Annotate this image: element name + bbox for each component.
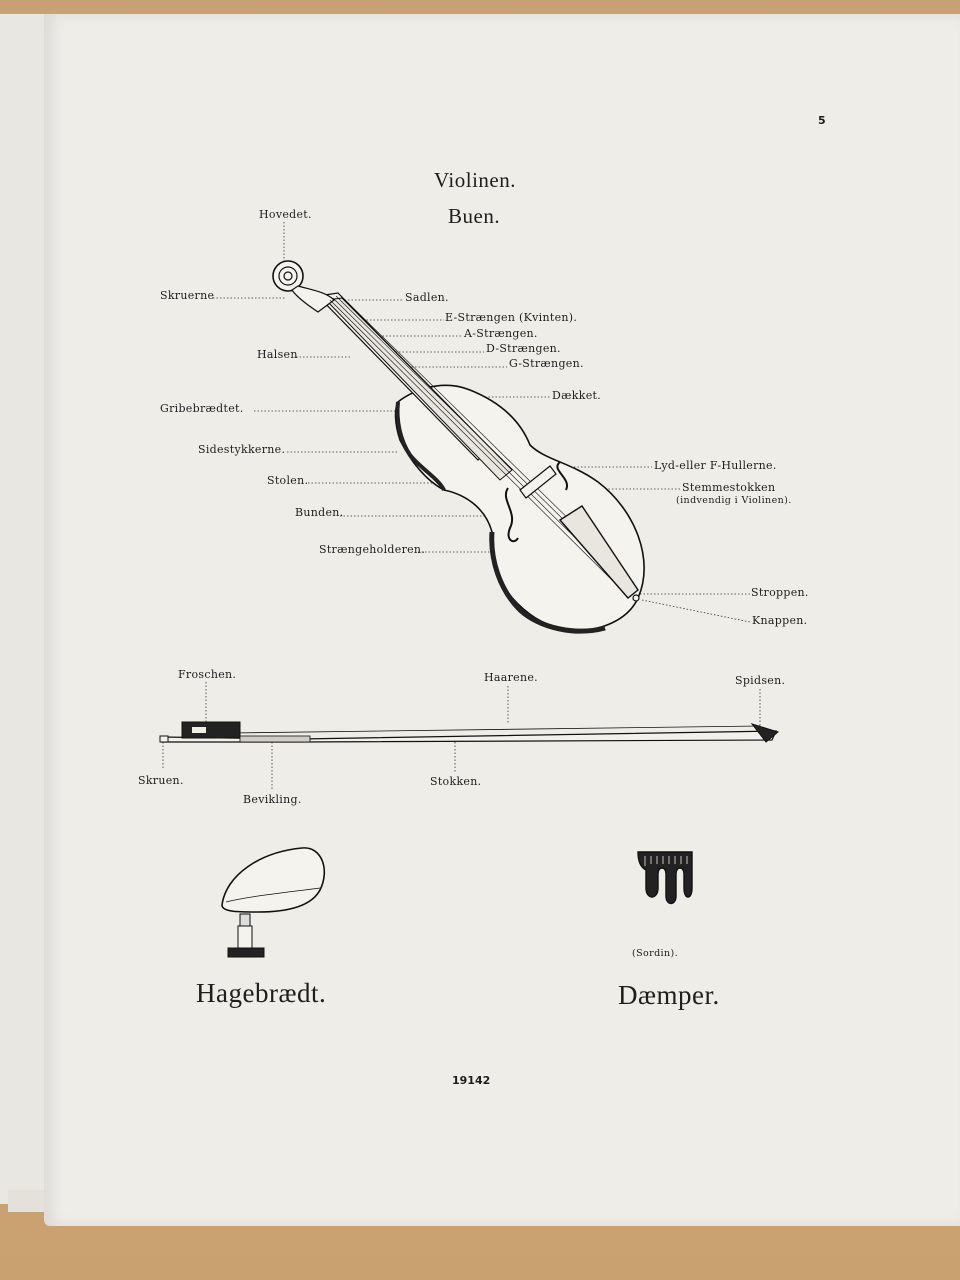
title-violin: Violinen. — [434, 168, 516, 192]
label-daekket: Dækket. — [552, 389, 602, 402]
chinrest-drawing — [221, 847, 326, 958]
label-gribebraedtet: Gribebrædtet. — [160, 402, 244, 415]
bow-drawing — [159, 721, 780, 743]
violin-tailpiece — [558, 505, 639, 599]
label-stroppen: Stroppen. — [751, 586, 809, 599]
leader-lines — [162, 222, 761, 790]
label-spidsen: Spidsen. — [735, 674, 786, 687]
label-sidestykkerne: Sidestykkerne. — [198, 443, 286, 456]
violin-f-hole-left — [505, 487, 519, 543]
label-sordin: (Sordin). — [632, 948, 679, 959]
label-hovedet: Hovedet. — [259, 208, 312, 221]
violin-body — [394, 384, 645, 631]
label-froschen: Froschen. — [178, 668, 237, 681]
chinrest-cup — [221, 847, 326, 913]
label-sadlen: Sadlen. — [405, 291, 449, 304]
violin-drawing — [272, 260, 645, 634]
label-halsen: Halsen — [257, 348, 298, 361]
violin-rib-upper — [395, 401, 446, 492]
label-lyd-hullerne: Lyd-eller F-Hullerne. — [654, 459, 777, 472]
footer-plate-number: 19142 — [452, 1074, 491, 1087]
label-bevikling: Bevikling. — [243, 793, 302, 806]
label-d-strengen: D-Strængen. — [486, 342, 561, 355]
violin-scroll — [272, 260, 335, 313]
bow-winding — [239, 735, 311, 743]
violin-bridge — [519, 465, 557, 499]
label-bunden: Bunden. — [295, 506, 344, 519]
title-hagebraedt: Hagebrædt. — [196, 978, 327, 1008]
label-stolen: Stolen. — [267, 474, 309, 487]
violin-f-hole-right — [556, 461, 569, 491]
mute-comb — [637, 851, 693, 905]
violin-end-button — [632, 594, 640, 602]
bow-screw — [159, 735, 169, 743]
label-a-strengen: A-Strængen. — [464, 327, 538, 340]
chinrest-barrel — [237, 925, 253, 949]
label-skruen: Skruen. — [138, 774, 184, 787]
label-stokken: Stokken. — [430, 775, 482, 788]
label-skruerne: Skruerne — [160, 289, 215, 302]
label-knappen: Knappen. — [752, 614, 808, 627]
label-haarene: Haarene. — [484, 671, 538, 684]
chinrest-clamp — [227, 947, 265, 958]
title-bow: Buen. — [448, 204, 501, 228]
violin-rib-lower — [489, 531, 606, 634]
label-e-strengen: E-Strængen (Kvinten). — [445, 311, 578, 324]
mute-drawing — [637, 851, 693, 905]
bow-frog — [181, 721, 241, 739]
label-straengeholderen: Strængeholderen. — [319, 543, 426, 556]
bow-tip — [750, 723, 780, 743]
title-daemper: Dæmper. — [618, 980, 720, 1010]
label-stemmestokken: Stemmestokken — [682, 481, 776, 494]
book-page — [44, 14, 960, 1226]
label-stemmestokken-note: (indvendig i Violinen). — [676, 495, 792, 506]
label-g-strengen: G-Strængen. — [509, 357, 584, 370]
page-number: 5 — [818, 114, 826, 127]
